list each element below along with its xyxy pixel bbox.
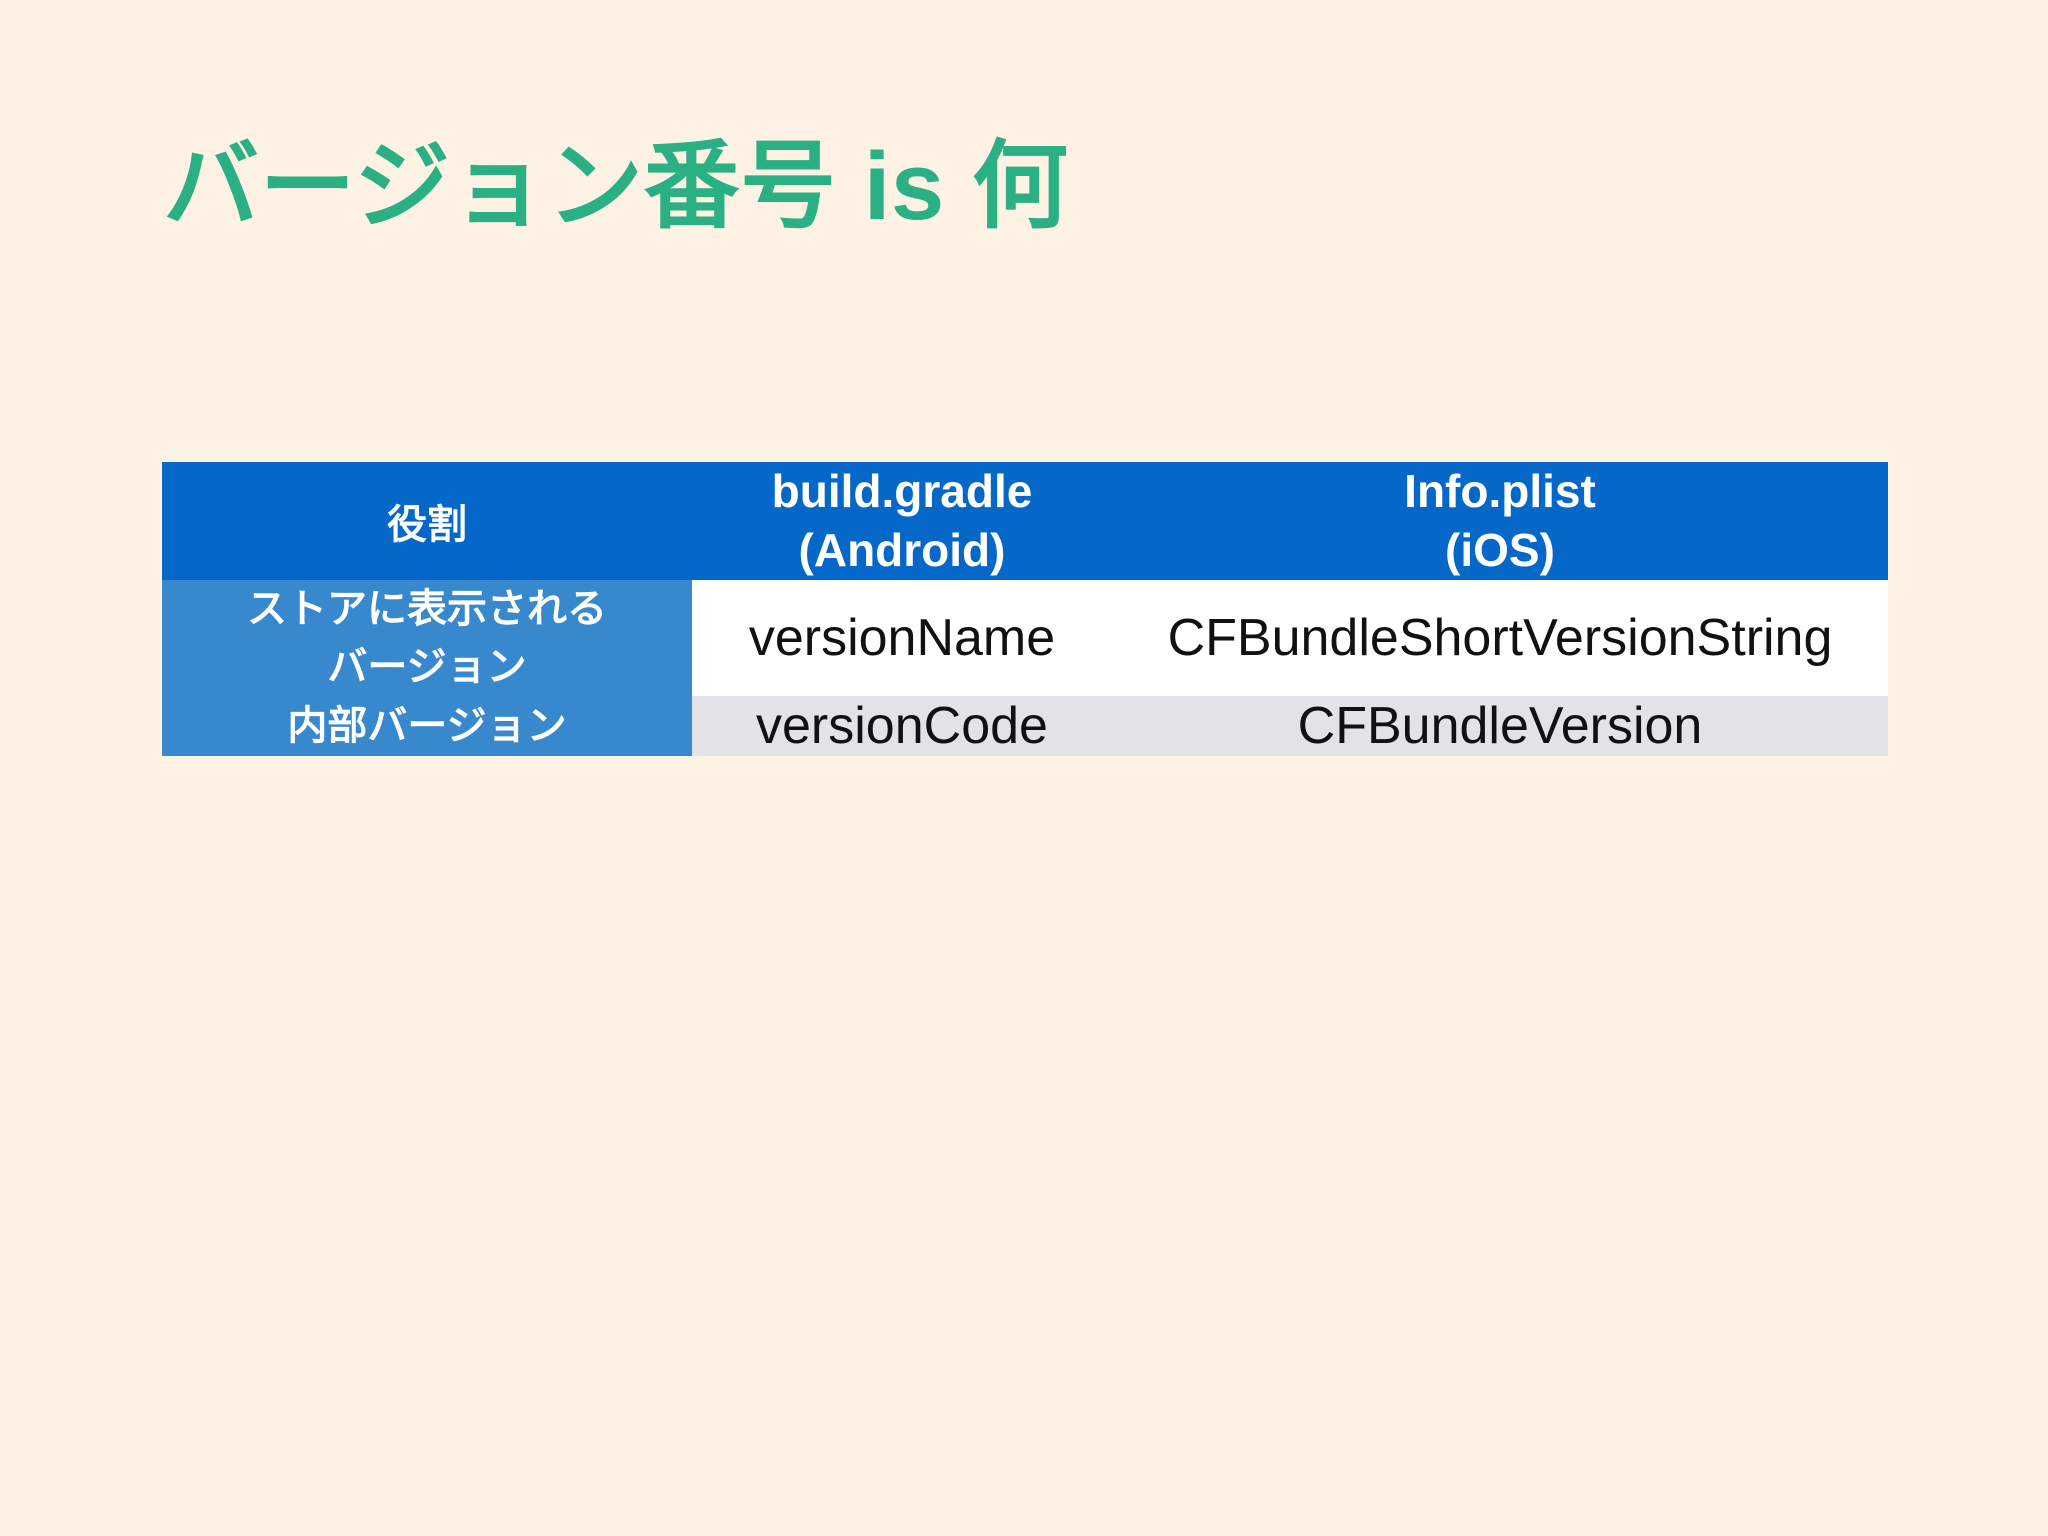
column-header-info-plist: Info.plist (iOS): [1112, 462, 1888, 580]
page-title: バージョン番号 is 何: [163, 133, 1069, 240]
table-row: ストアに表示される バージョン versionName CFBundleShor…: [162, 579, 1888, 696]
cell-ios-bundle-version: CFBundleVersion: [1112, 695, 1888, 756]
table-header-row: 役割 build.gradle (Android) Info.plist (iO…: [162, 462, 1888, 580]
cell-android-version-name: versionName: [692, 579, 1112, 696]
row-label-line-2: バージョン: [327, 644, 527, 689]
table-body: ストアに表示される バージョン versionName CFBundleShor…: [162, 579, 1888, 756]
column-header-build-gradle-sub: (Android): [798, 523, 1006, 576]
table-row: 内部バージョン versionCode CFBundleVersion: [162, 695, 1888, 756]
version-comparison-table: 役割 build.gradle (Android) Info.plist (iO…: [162, 462, 1888, 756]
column-header-info-plist-main: Info.plist: [1404, 465, 1596, 517]
cell-ios-short-version-string: CFBundleShortVersionString: [1112, 579, 1888, 696]
row-label-line-1: 内部バージョン: [287, 703, 567, 748]
row-label-line-1: ストアに表示される: [247, 586, 607, 631]
cell-android-version-code: versionCode: [692, 695, 1112, 756]
row-label-store-version: ストアに表示される バージョン: [162, 579, 692, 696]
row-label-internal-version: 内部バージョン: [162, 695, 692, 756]
column-header-role: 役割: [162, 462, 692, 580]
column-header-build-gradle: build.gradle (Android): [692, 462, 1112, 580]
table-header: 役割 build.gradle (Android) Info.plist (iO…: [162, 462, 1888, 580]
column-header-info-plist-sub: (iOS): [1445, 523, 1555, 576]
column-header-build-gradle-main: build.gradle: [771, 465, 1033, 517]
